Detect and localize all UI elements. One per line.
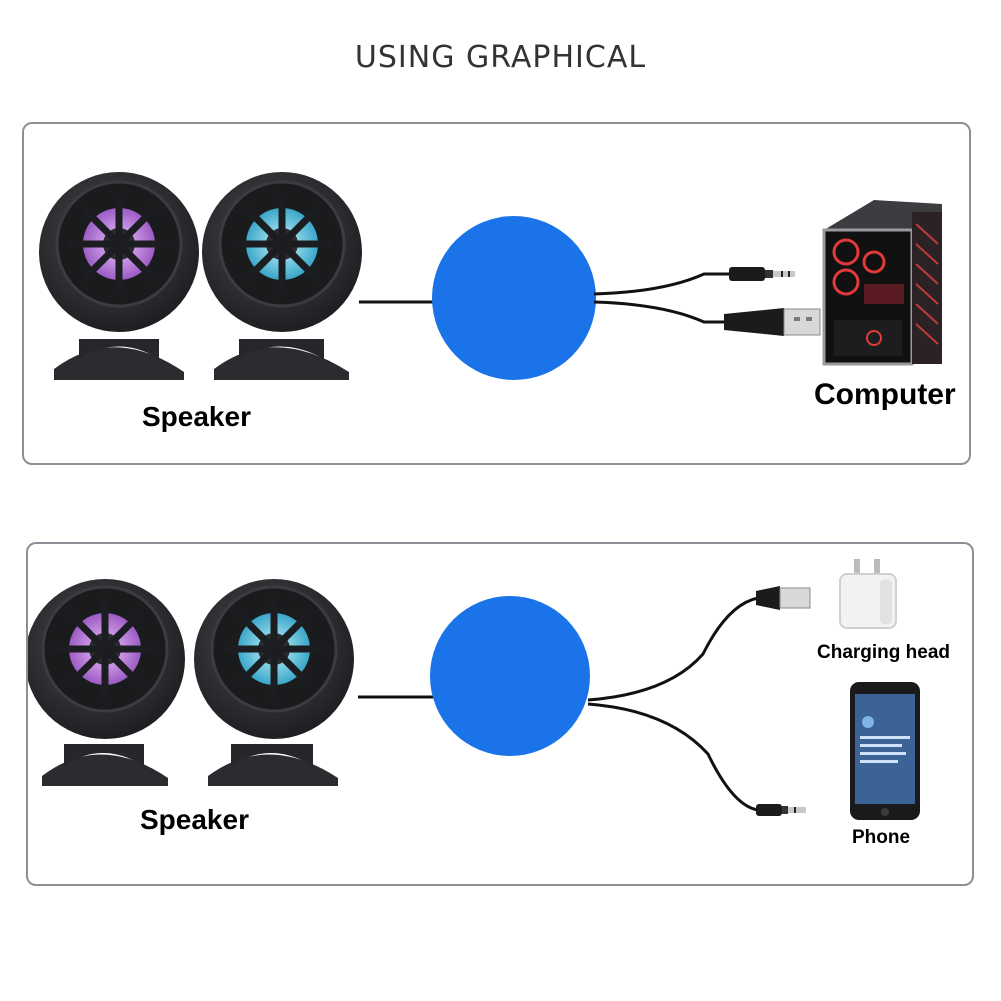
computer-label: Computer <box>814 378 956 412</box>
audio-cable <box>594 274 729 294</box>
usb-plug-icon <box>724 308 820 336</box>
usb-cable <box>594 302 724 322</box>
speaker-label: Speaker <box>142 401 251 433</box>
diagram-title: USING GRAPHICAL <box>0 40 1001 75</box>
panel-phone-charger-connection: Speaker Charging head Phone <box>26 542 974 886</box>
speaker-right-icon <box>194 579 354 786</box>
charging-head-label: Charging head <box>817 642 950 664</box>
charger-icon <box>840 559 896 628</box>
audio-cable <box>588 704 758 810</box>
panel-computer-connection: Speaker Computer <box>22 122 971 465</box>
speaker-left-icon <box>39 172 199 380</box>
hub-circle <box>430 596 590 756</box>
phone-label: Phone <box>852 827 910 849</box>
speaker-left-icon <box>28 579 185 786</box>
speaker-label: Speaker <box>140 804 249 836</box>
computer-tower-icon <box>824 200 942 364</box>
audio-jack-icon <box>756 804 806 816</box>
hub-circle <box>432 216 596 380</box>
speaker-right-icon <box>202 172 362 380</box>
audio-jack-icon <box>729 267 795 281</box>
phone-icon <box>850 682 920 820</box>
usb-cable <box>588 598 758 700</box>
usb-plug-icon <box>756 586 810 610</box>
